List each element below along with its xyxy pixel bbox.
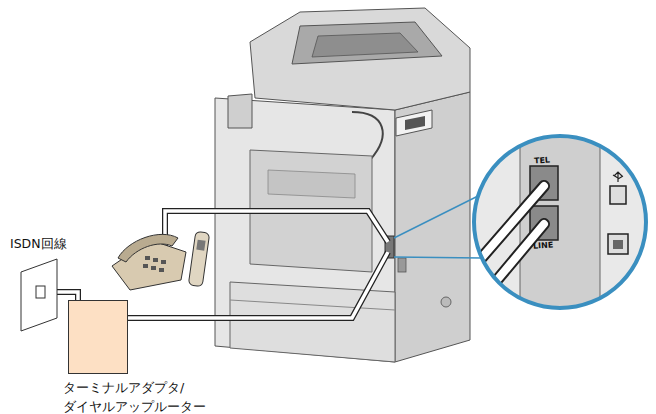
line-cable-outline xyxy=(492,224,544,286)
inset xyxy=(394,130,650,320)
rear-door-vent xyxy=(268,170,355,198)
phone-base xyxy=(112,240,186,290)
inset-panel xyxy=(520,130,600,320)
adf-unit xyxy=(250,8,470,110)
cable-connector xyxy=(54,292,78,300)
cable-core xyxy=(54,292,78,300)
inset-leader xyxy=(394,196,478,238)
inset-background xyxy=(470,130,650,320)
phone-button xyxy=(145,256,150,260)
wall-jack: ISDN回線 xyxy=(20,258,58,332)
phone-button xyxy=(151,266,156,270)
usb-port xyxy=(610,186,626,204)
inset-ring xyxy=(474,136,646,308)
printer xyxy=(215,8,470,362)
wall-socket xyxy=(36,286,45,298)
printer-back-face xyxy=(215,98,395,362)
hinge xyxy=(228,94,252,128)
node-label: ISDN回線 xyxy=(10,234,100,253)
printer-side-face xyxy=(395,92,470,362)
adf-tray xyxy=(292,22,442,64)
terminal-adapter: ターミナルアダプタ/ ダイヤルアップルーター xyxy=(68,300,128,374)
adf-tray-inner xyxy=(312,33,418,57)
port-label: TEL xyxy=(534,155,551,165)
line-cable xyxy=(492,224,544,286)
telephone xyxy=(112,231,210,290)
ethernet-port xyxy=(608,234,628,254)
wall-plate-outline xyxy=(21,259,57,331)
side-panel xyxy=(396,110,432,136)
cordless-screen xyxy=(196,240,205,251)
printer-port-usb xyxy=(398,258,406,272)
cordless-handset xyxy=(188,231,209,286)
adf-cable xyxy=(352,112,383,160)
side-latch xyxy=(405,116,425,130)
phone-handset xyxy=(118,234,178,262)
usb-symbol xyxy=(613,172,623,182)
wall-plate xyxy=(20,258,58,332)
cable-outline xyxy=(54,292,78,300)
phone-button xyxy=(143,264,148,268)
inset-leader xyxy=(394,257,482,258)
port-label: LINE xyxy=(533,240,554,250)
paper-tray xyxy=(230,282,395,362)
phone-button xyxy=(161,260,166,264)
phone-button xyxy=(159,268,164,272)
phone-button xyxy=(153,258,158,262)
side-foot xyxy=(441,297,451,307)
tray-edge xyxy=(230,300,395,310)
ethernet-socket xyxy=(613,240,623,249)
node-label: ターミナルアダプタ/ ダイヤルアップルーター xyxy=(63,378,233,414)
